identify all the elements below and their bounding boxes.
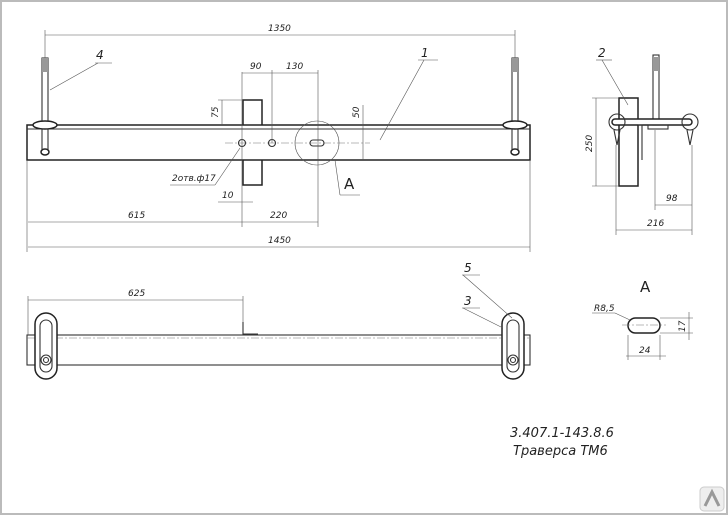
detail-circle [294,120,340,166]
dim-75: 75 [211,106,221,118]
dim-615: 615 [128,211,145,221]
dim-98: 98 [666,194,678,204]
front-view: 1350 1450 615 220 90 130 75 50 10 2отв.ф… [26,24,531,252]
part-label-1: 1 [421,46,429,60]
part-label-4: 4 [96,48,104,62]
dim-250: 250 [585,135,595,152]
part-label-2: 2 [598,46,606,60]
dim-216: 216 [647,219,664,229]
dim-10: 10 [222,191,234,201]
slot-detail [627,317,661,334]
dim-24: 24 [639,346,651,356]
chain-left [34,312,58,380]
part-label-5: 5 [464,261,472,275]
detail-a-title: А [640,278,651,296]
side-view: 250 98 216 2 [585,46,699,235]
watermark-logo-icon [699,486,725,512]
chain-right [501,312,525,380]
dim-1350: 1350 [268,24,291,34]
dim-50: 50 [352,106,362,118]
top-view: 625 5 3 [26,261,531,380]
detail-a: А R8,5 17 24 [592,278,693,360]
drawing-name: Траверса ТМ6 [513,444,608,459]
rod-left [32,57,58,156]
holes-note: 2отв.ф17 [172,174,216,184]
slot [309,139,325,147]
dim-220: 220 [270,211,287,221]
dim-r8-5: R8,5 [594,304,615,314]
part-label-3: 3 [464,294,472,308]
drawing-code: 3.407.1-143.8.6 [510,426,614,441]
dim-625: 625 [128,289,145,299]
detail-a-callout: А [344,175,355,193]
dim-17: 17 [678,320,688,332]
beam-front [26,124,531,161]
dim-1450: 1450 [268,236,291,246]
dim-90: 90 [250,62,262,72]
dim-130: 130 [286,62,303,72]
rod-right [502,57,528,156]
